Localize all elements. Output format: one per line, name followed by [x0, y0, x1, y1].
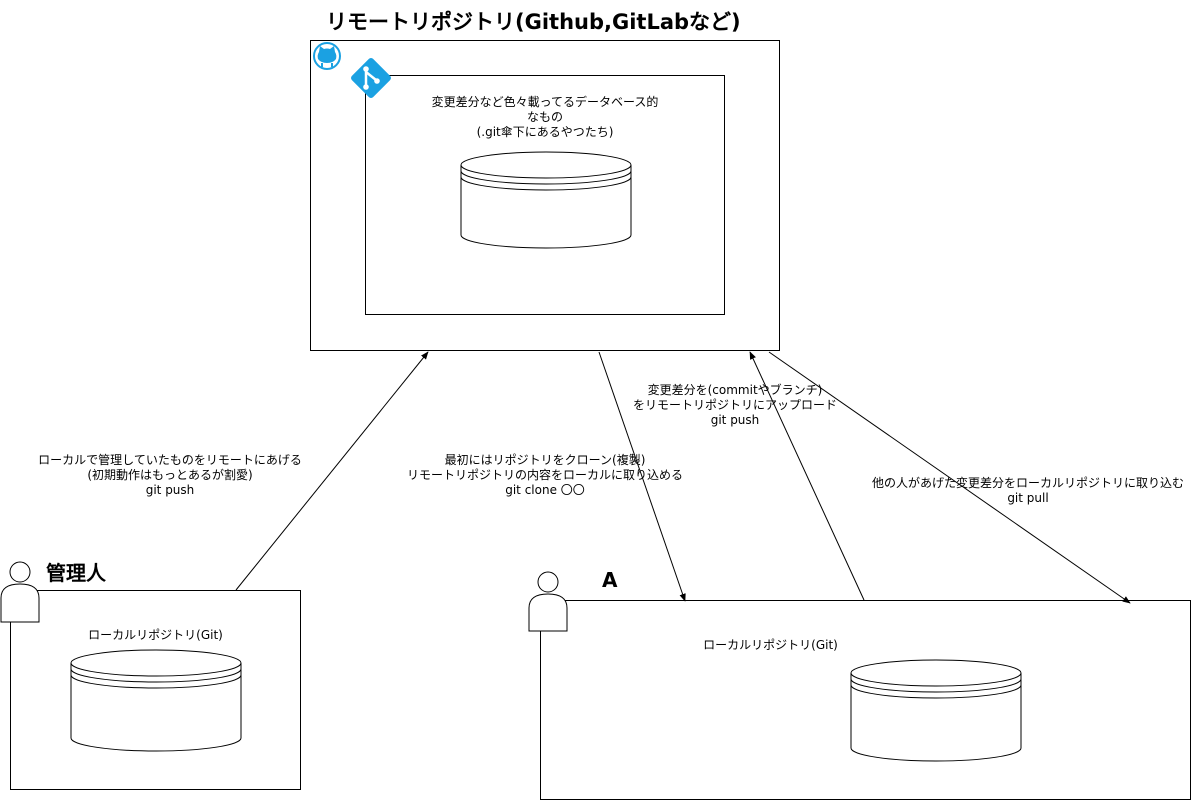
pull-arrow: [768, 351, 1131, 604]
userA-person-icon: [528, 571, 568, 632]
a-push-label-line3: git push: [710, 413, 760, 427]
admin-push-label-line2: (初期動作はもっとあるが割愛): [87, 468, 253, 482]
admin-person-icon: [0, 561, 40, 623]
clone-label-line3: git clone 〇〇: [505, 483, 585, 497]
git-logo-icon: [351, 58, 391, 98]
admin-name: 管理人: [46, 561, 106, 585]
a-push-arrow: [749, 351, 865, 601]
admin-push-arrow: [235, 351, 429, 591]
admin-local-repo-label: ローカルリポジトリ(Git): [88, 628, 223, 642]
admin-push-label-line3: git push: [145, 483, 195, 497]
userA-database-cylinder: [850, 659, 1022, 762]
remote-database-cylinder: [460, 151, 632, 249]
remote-database-label-line3: (.git傘下にあるやつたち): [476, 125, 614, 139]
admin-push-label: ローカルで管理していたものをリモートにあげる (初期動作はもっとあるが割愛) g…: [30, 453, 310, 498]
remote-database-label-line2: なもの: [526, 110, 563, 124]
admin-database-cylinder: [70, 649, 242, 752]
pull-label-line1: 他の人があげた変更差分をローカルリポジトリに取り込む: [871, 476, 1184, 490]
pull-label-line2: git pull: [1007, 491, 1049, 505]
userA-name: A: [602, 568, 618, 592]
a-push-label-line1: 変更差分を(commitやブランチ): [647, 383, 823, 397]
clone-label-line2: リモートリポジトリの内容をローカルに取り込める: [406, 468, 683, 482]
remote-repo-title: リモートリポジトリ(Github,GitLabなど): [326, 10, 741, 34]
admin-push-label-line1: ローカルで管理していたものをリモートにあげる: [38, 453, 302, 467]
remote-database-label: 変更差分など色々載ってるデータベース的 なもの (.git傘下にあるやつたち): [365, 95, 725, 140]
clone-arrow: [598, 351, 686, 602]
pull-label: 他の人があげた変更差分をローカルリポジトリに取り込む git pull: [868, 476, 1188, 506]
a-push-label-line2: をリモートリポジトリにアップロード: [632, 398, 837, 412]
userA-local-repo-label: ローカルリポジトリ(Git): [703, 638, 838, 652]
clone-label-line1: 最初にはリポジトリをクローン(複製): [444, 453, 646, 467]
a-push-label: 変更差分を(commitやブランチ) をリモートリポジトリにアップロード git…: [625, 383, 845, 428]
remote-database-label-line1: 変更差分など色々載ってるデータベース的: [431, 95, 659, 109]
github-octocat-icon: [313, 42, 341, 70]
